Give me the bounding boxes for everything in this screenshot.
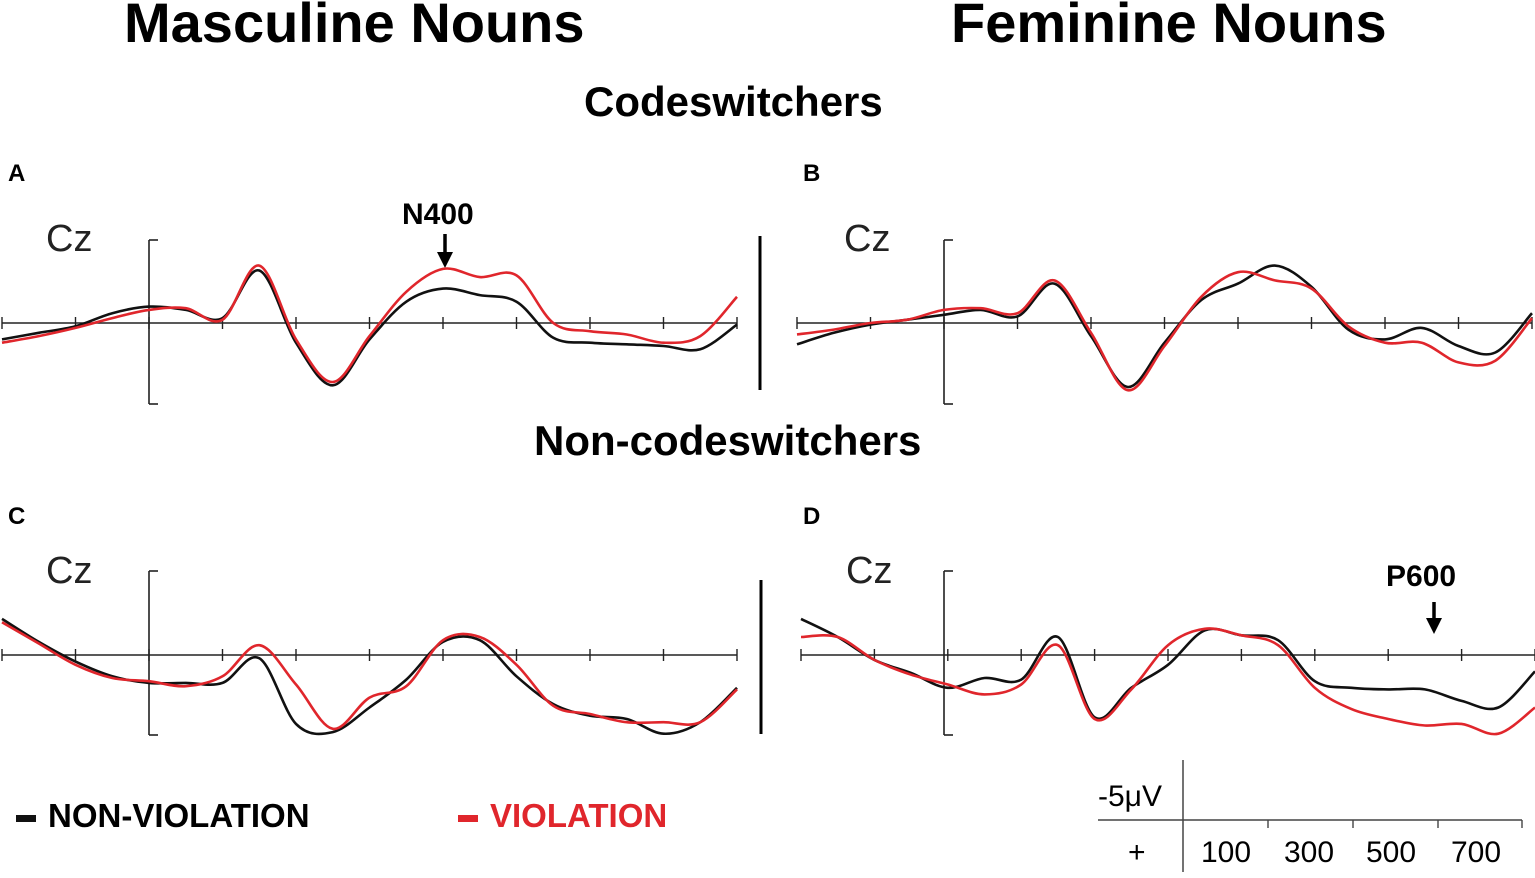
electrode-label-d: Cz: [846, 550, 893, 592]
scale-amplitude-label: -5μV: [1098, 780, 1162, 813]
waveform-nonviolation-b: [796, 264, 1533, 389]
scale-bar: -5μV + 100 300 500 700: [1098, 760, 1523, 872]
waveform-violation-a: [1, 264, 738, 384]
electrode-label-b: Cz: [844, 218, 891, 260]
legend-label-nonviolation: NON-VIOLATION: [48, 797, 310, 834]
scale-tick-label: 500: [1366, 836, 1416, 869]
p600-label: P600: [1386, 560, 1457, 593]
codeswitchers-title: Codeswitchers: [584, 78, 883, 125]
waveform-violation-d: [800, 627, 1535, 736]
n400-label: N400: [402, 198, 474, 231]
waveform-nonviolation-a: [1, 269, 738, 387]
panel-letter-b: B: [803, 160, 821, 187]
legend-swatch-violation: [458, 814, 478, 822]
panel-c: [1, 570, 738, 736]
waveform-nonviolation-c: [1, 617, 738, 736]
electrode-label-a: Cz: [46, 218, 93, 260]
masculine-nouns-title: Masculine Nouns: [124, 0, 585, 54]
legend-label-violation: VIOLATION: [490, 797, 668, 834]
feminine-nouns-title: Feminine Nouns: [951, 0, 1387, 54]
panel-b: [796, 239, 1534, 405]
waveform-violation-b: [796, 270, 1534, 392]
legend-swatch-nonviolation: [16, 814, 36, 822]
legend-violation: VIOLATION: [458, 797, 667, 835]
waveform-violation-c: [1, 621, 738, 731]
panel-a: [1, 239, 738, 405]
panel-letter-d: D: [803, 503, 821, 530]
legend-nonviolation: NON-VIOLATION: [16, 797, 310, 835]
scale-tick-label: 700: [1451, 836, 1501, 869]
waveform-nonviolation-d: [800, 617, 1535, 721]
n400-arrow-icon: [437, 234, 453, 268]
noncodeswitchers-title: Non-codeswitchers: [534, 417, 922, 464]
scale-tick-label: 100: [1201, 836, 1251, 869]
scale-positive-label: +: [1128, 836, 1146, 869]
panel-d: [800, 570, 1535, 736]
panel-letter-a: A: [8, 160, 26, 187]
p600-arrow-icon: [1426, 602, 1442, 634]
scale-tick-label: 300: [1284, 836, 1334, 869]
panel-letter-c: C: [8, 503, 26, 530]
electrode-label-c: Cz: [46, 550, 93, 592]
